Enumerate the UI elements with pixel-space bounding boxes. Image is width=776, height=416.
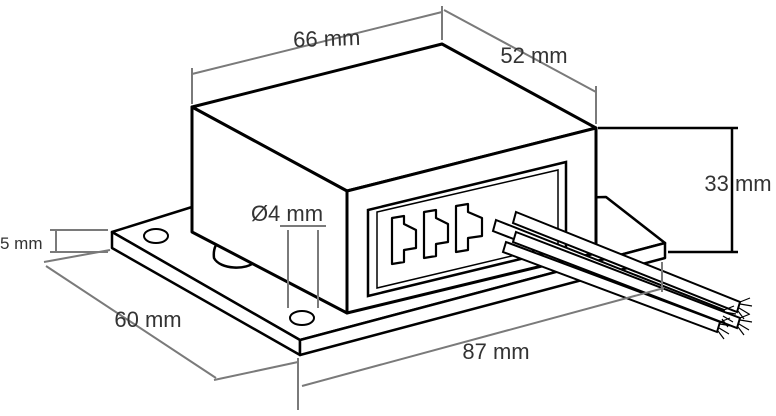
wire-back [511, 210, 742, 314]
cable-wires [491, 210, 742, 334]
label-base-width: 60 mm [114, 307, 181, 332]
label-base-thickness: 5 mm [0, 234, 43, 253]
dim-line-base-width [45, 265, 217, 379]
connector-tabs [390, 202, 484, 266]
wire-strands [717, 297, 753, 340]
dimension-lines [43, 6, 738, 410]
label-depth: 52 mm [500, 43, 567, 68]
label-top-width: 66 mm [293, 25, 361, 52]
dim-line-base-length [301, 287, 665, 387]
mounting-hole-front [289, 310, 315, 326]
dim-line-depth [443, 9, 597, 93]
dim-line-hole [287, 230, 319, 308]
label-hole-diameter: Ø4 mm [251, 201, 323, 226]
label-height: 33 mm [704, 171, 771, 196]
wire-front-2 [501, 240, 722, 334]
dim-line-top-width [191, 11, 443, 75]
mounting-hole-left [143, 228, 169, 244]
dimension-labels: 66 mm 52 mm 33 mm Ø4 mm 5 mm 60 mm 87 mm [0, 25, 772, 364]
wire-front-1 [511, 230, 742, 330]
label-base-length: 87 mm [462, 339, 529, 364]
dim-line-thickness [50, 229, 108, 253]
